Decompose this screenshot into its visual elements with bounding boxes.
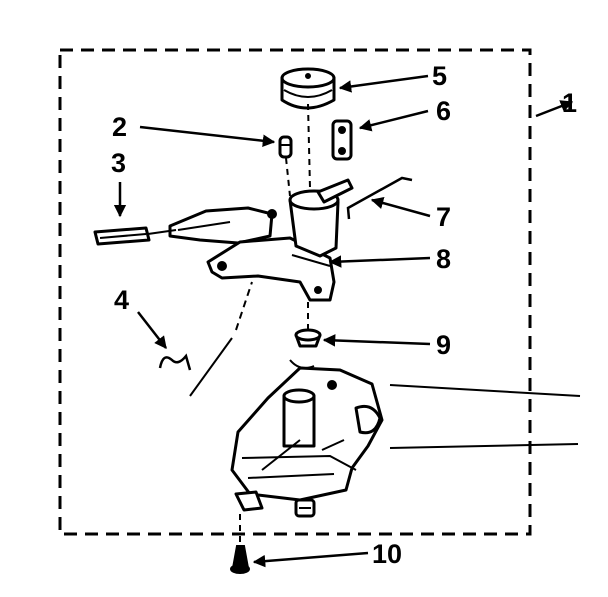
- part-4-spring-clip: [158, 353, 192, 371]
- part-3-pad: [93, 226, 151, 246]
- part-9-bushing: [294, 328, 322, 348]
- part-7-rod: [346, 176, 413, 220]
- part-5-pulley: [280, 67, 336, 110]
- part-8-bracket: [168, 178, 354, 302]
- callout-7: 7: [436, 202, 451, 232]
- part-10-bolt: [230, 545, 250, 574]
- callout-5: 5: [432, 61, 447, 91]
- gear-housing: [230, 359, 384, 518]
- callout-9: 9: [436, 330, 451, 360]
- leader-lines: [113, 74, 574, 568]
- callout-6: 6: [436, 96, 451, 126]
- callout-4: 4: [114, 285, 129, 315]
- callout-labels: 1 2 3 4 5 6 7 8 9 10: [111, 61, 577, 569]
- part-2-screw: [278, 135, 293, 159]
- callout-10: 10: [372, 539, 402, 569]
- assembly-boundary: [58, 48, 532, 536]
- callout-2: 2: [112, 112, 127, 142]
- callout-8: 8: [436, 244, 451, 274]
- callout-1: 1: [562, 88, 577, 118]
- callout-3: 3: [111, 148, 126, 178]
- part-6-clip: [331, 119, 353, 161]
- alignment-lines: [147, 103, 581, 544]
